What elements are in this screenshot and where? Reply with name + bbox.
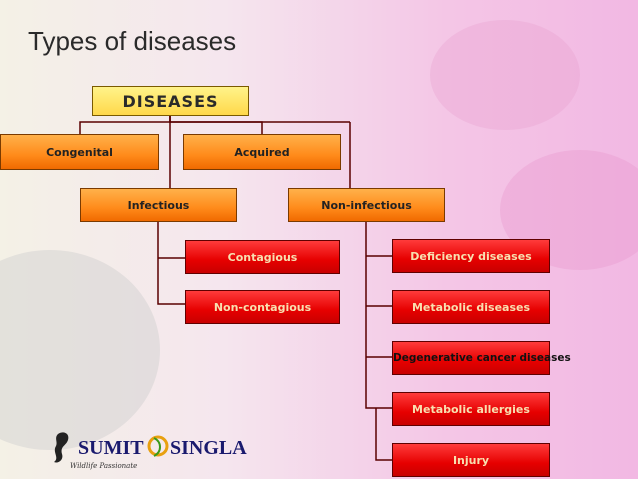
- logo-name-part1: SUMIT: [78, 437, 144, 459]
- acquired-node: Acquired: [183, 134, 341, 170]
- sumit-singla-logo: SUMIT SINGLA Wildlife Passionate: [50, 428, 250, 472]
- deficiency-diseases-node: Deficiency diseases: [392, 239, 550, 273]
- background-blob: [430, 20, 580, 130]
- metabolic-diseases-node: Metabolic diseases: [392, 290, 550, 324]
- non-contagious-node: Non-contagious: [185, 290, 340, 324]
- contagious-node: Contagious: [185, 240, 340, 274]
- metabolic-allergies-node: Metabolic allergies: [392, 392, 550, 426]
- logo-name-part2: SINGLA: [170, 437, 247, 459]
- diseases-root-node: DISEASES: [92, 86, 249, 116]
- congenital-node: Congenital: [0, 134, 159, 170]
- non-infectious-node: Non-infectious: [288, 188, 445, 222]
- logo-tagline: Wildlife Passionate: [70, 462, 137, 470]
- infectious-node: Infectious: [80, 188, 237, 222]
- slide-title: Types of diseases: [28, 26, 237, 56]
- injury-node: Injury: [392, 443, 550, 477]
- logo-graphic: SUMIT SINGLA Wildlife Passionate: [54, 432, 247, 470]
- degenerative-cancer-node: Degenerative cancer diseases: [392, 341, 571, 375]
